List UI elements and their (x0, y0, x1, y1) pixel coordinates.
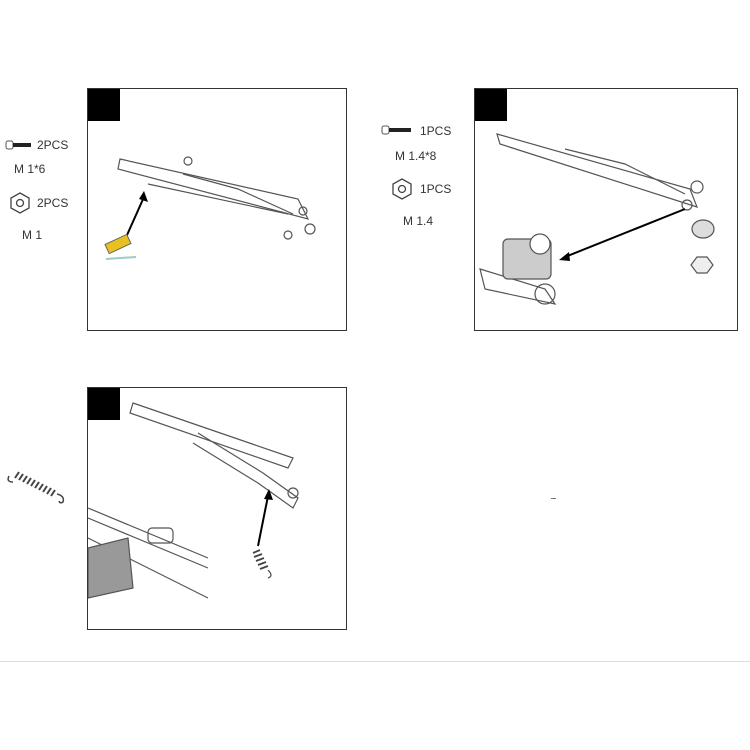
part-size: M 1*6 (14, 162, 46, 176)
part-qty: 1PCS (420, 124, 452, 138)
servo-linkage-illustration (479, 133, 715, 305)
part-qty: 2PCS (37, 138, 69, 152)
divider-line (0, 661, 750, 662)
step-number-badge (88, 89, 120, 121)
linkage-arm-illustration (104, 156, 316, 260)
spring-attachment-illustration (88, 402, 299, 599)
part-size: M 1.4*8 (395, 149, 437, 163)
step-2-panel (474, 88, 738, 331)
nut-icon (392, 178, 412, 200)
glue-tube-icon (104, 233, 137, 260)
step-3-panel (87, 387, 347, 630)
step-number-badge (88, 388, 120, 420)
divider-mark (551, 498, 556, 499)
part-size: M 1.4 (403, 214, 434, 228)
step-number-badge (475, 89, 507, 121)
part-qty: 1PCS (420, 182, 452, 196)
spring-icon (252, 549, 272, 579)
screw-icon (381, 125, 411, 135)
nut-icon (10, 192, 30, 214)
step-1-panel (87, 88, 347, 331)
screw-icon (5, 140, 31, 150)
part-qty: 2PCS (37, 196, 69, 210)
part-size: M 1 (22, 228, 43, 242)
spring-icon (7, 471, 65, 504)
